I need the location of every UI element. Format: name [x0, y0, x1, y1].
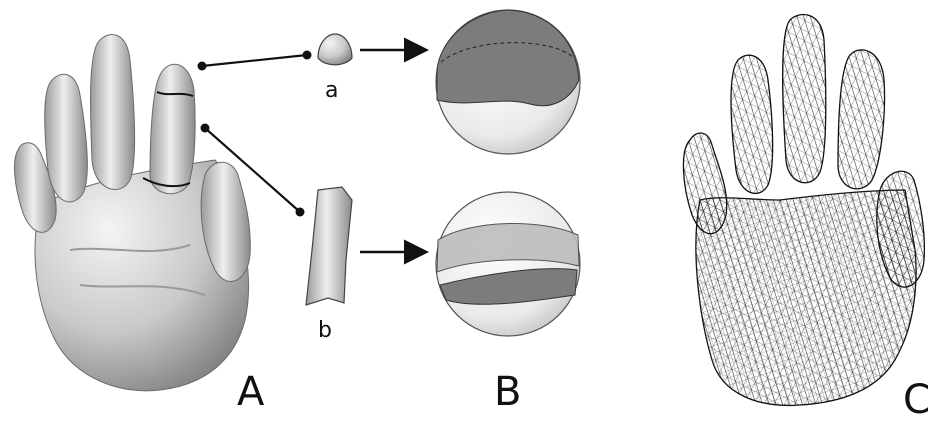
patch-a-fingertip — [317, 33, 353, 66]
panel-c-label: C — [903, 377, 928, 423]
mesh-finger-ring — [730, 54, 774, 195]
connector-lines — [197, 50, 312, 217]
hand-finger-index — [149, 63, 196, 195]
connector-dot — [197, 61, 207, 71]
panel-a-label: A — [237, 369, 265, 415]
hand-model-shaded — [14, 34, 251, 392]
arrows — [360, 37, 429, 265]
mesh-finger-pinky — [682, 132, 728, 235]
cut-line-finger-base — [142, 177, 191, 188]
hand-palm — [34, 159, 250, 392]
patch-b-tube — [305, 186, 353, 306]
sphere-a-parameterization — [435, 9, 581, 155]
panel-b-label: B — [494, 369, 522, 415]
connector-dot — [302, 50, 312, 60]
patch-a-label: a — [325, 78, 339, 103]
mesh-finger-middle — [782, 13, 827, 184]
connector-dot — [295, 207, 305, 217]
mesh-finger-index — [837, 49, 886, 190]
connector-to-b — [204, 127, 301, 213]
hand-finger-pinky — [14, 142, 57, 233]
connector-to-a — [201, 53, 308, 68]
sphere-b-parameterization — [435, 191, 581, 337]
connector-dot — [200, 123, 210, 133]
hand-model-wireframe — [682, 13, 926, 407]
hand-finger-thumb — [200, 161, 251, 282]
mesh-finger-thumb — [876, 170, 926, 288]
hand-finger-ring — [44, 73, 88, 203]
hand-finger-middle — [90, 34, 136, 190]
cut-line-fingertip — [156, 91, 194, 97]
palm-crease — [69, 244, 206, 296]
patch-b-label: b — [318, 318, 332, 343]
